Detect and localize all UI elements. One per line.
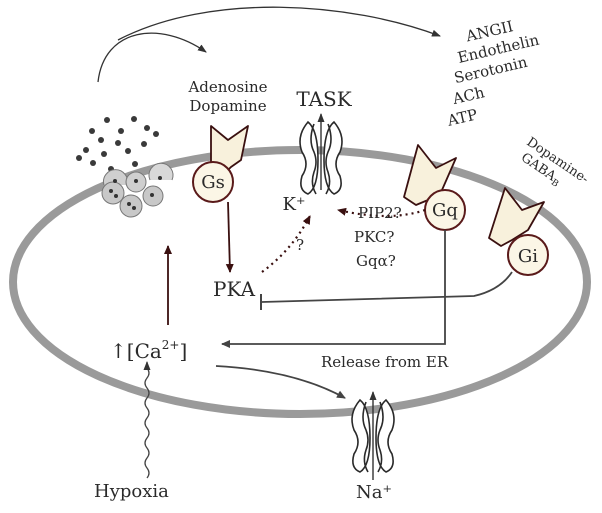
gq-release-er-arrow xyxy=(221,230,446,348)
k-plus-label: K⁺ xyxy=(283,194,306,215)
pip2-label: PIP2? xyxy=(358,204,402,222)
adenosine-label: Adenosine xyxy=(187,78,267,96)
release-to-gs-arrow xyxy=(97,32,207,83)
gi-ligands: Dopamine- GABAB xyxy=(518,135,591,190)
gs-protein xyxy=(192,161,234,203)
dopamine-label: Dopamine xyxy=(189,97,266,115)
ca-label: ↑[Ca2+] xyxy=(110,338,187,363)
release-to-gq-arrow xyxy=(117,6,441,41)
cell-membrane xyxy=(9,146,591,418)
gi-inhibits-pka xyxy=(261,271,513,303)
released-transmitter-dots xyxy=(76,116,159,172)
gqa-label: Gqα? xyxy=(356,252,396,270)
gq-label: Gq xyxy=(432,200,458,221)
gs-label: Gs xyxy=(201,172,225,193)
pka-to-k-dotted-arrow xyxy=(261,215,311,273)
gi-receptor: Gi xyxy=(488,187,549,276)
vesicles xyxy=(101,162,174,218)
hypoxia-to-ca-arrow xyxy=(143,361,151,479)
na-plus-label: Na⁺ xyxy=(356,482,392,503)
ca-to-na-arrow xyxy=(215,365,346,399)
gi-label: Gi xyxy=(518,246,538,267)
gi-protein xyxy=(507,234,549,276)
gaba-subscript: B xyxy=(549,178,560,190)
question-label: ? xyxy=(296,236,304,254)
gq-receptor: Gq xyxy=(403,144,466,231)
gi-receptor-shape xyxy=(488,187,545,247)
gq-ligands: ANGII Endothelin Serotonin ACh ATP xyxy=(445,17,541,130)
hypoxia-label: Hypoxia xyxy=(94,481,169,502)
atp-label: ATP xyxy=(445,105,479,130)
pka-label: PKA xyxy=(213,277,256,301)
task-label: TASK xyxy=(296,87,352,111)
pkc-label: PKC? xyxy=(354,228,394,246)
gs-to-pka-arrow xyxy=(225,201,234,273)
na-channel xyxy=(351,398,395,473)
gs-receptor: Gs xyxy=(192,125,249,203)
task-channel xyxy=(299,120,343,195)
gq-to-k-dotted-arrow xyxy=(337,207,426,218)
release-er-label: Release from ER xyxy=(321,353,449,371)
